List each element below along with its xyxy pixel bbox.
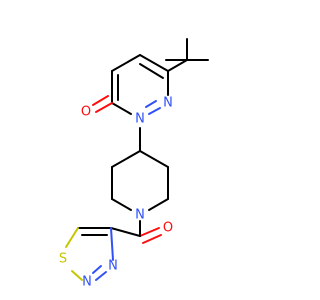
bond [139, 63, 164, 79]
bond [92, 95, 109, 106]
bond [92, 265, 102, 274]
bond [111, 102, 132, 115]
atom-s1-label: S [59, 252, 67, 267]
bond [110, 227, 141, 237]
bond [139, 54, 169, 72]
amide-carbonyl [110, 227, 162, 244]
atom-n3-label: N [135, 208, 145, 223]
bond [95, 102, 113, 113]
bond [71, 270, 83, 281]
piperidine-ring [111, 150, 169, 237]
atom-o2-label: O [163, 221, 173, 236]
atom-n5-label: N [108, 259, 118, 274]
pyridazinone-ring [92, 54, 169, 152]
bond [148, 107, 161, 115]
tert-butyl-group [165, 38, 209, 72]
bond [111, 54, 141, 72]
bond [110, 227, 114, 261]
thiadiazole-ring [65, 227, 114, 281]
atom-n2-label: N [135, 112, 145, 127]
bond [95, 271, 107, 281]
bond [167, 59, 188, 72]
atom-n1-label: N [163, 96, 173, 111]
bond [139, 227, 160, 237]
atom-n4-label: N [82, 275, 92, 290]
bond [111, 150, 141, 168]
bond [65, 227, 79, 248]
bond [139, 150, 169, 168]
atom-labels: N N O N O S N N [59, 96, 173, 290]
bond [111, 198, 132, 211]
bond [145, 100, 157, 108]
atom-o1-label: O [81, 105, 91, 120]
bond [142, 234, 162, 244]
molecule-structure-diagram: N N O N O S N N [59, 38, 209, 290]
bond [148, 198, 169, 211]
